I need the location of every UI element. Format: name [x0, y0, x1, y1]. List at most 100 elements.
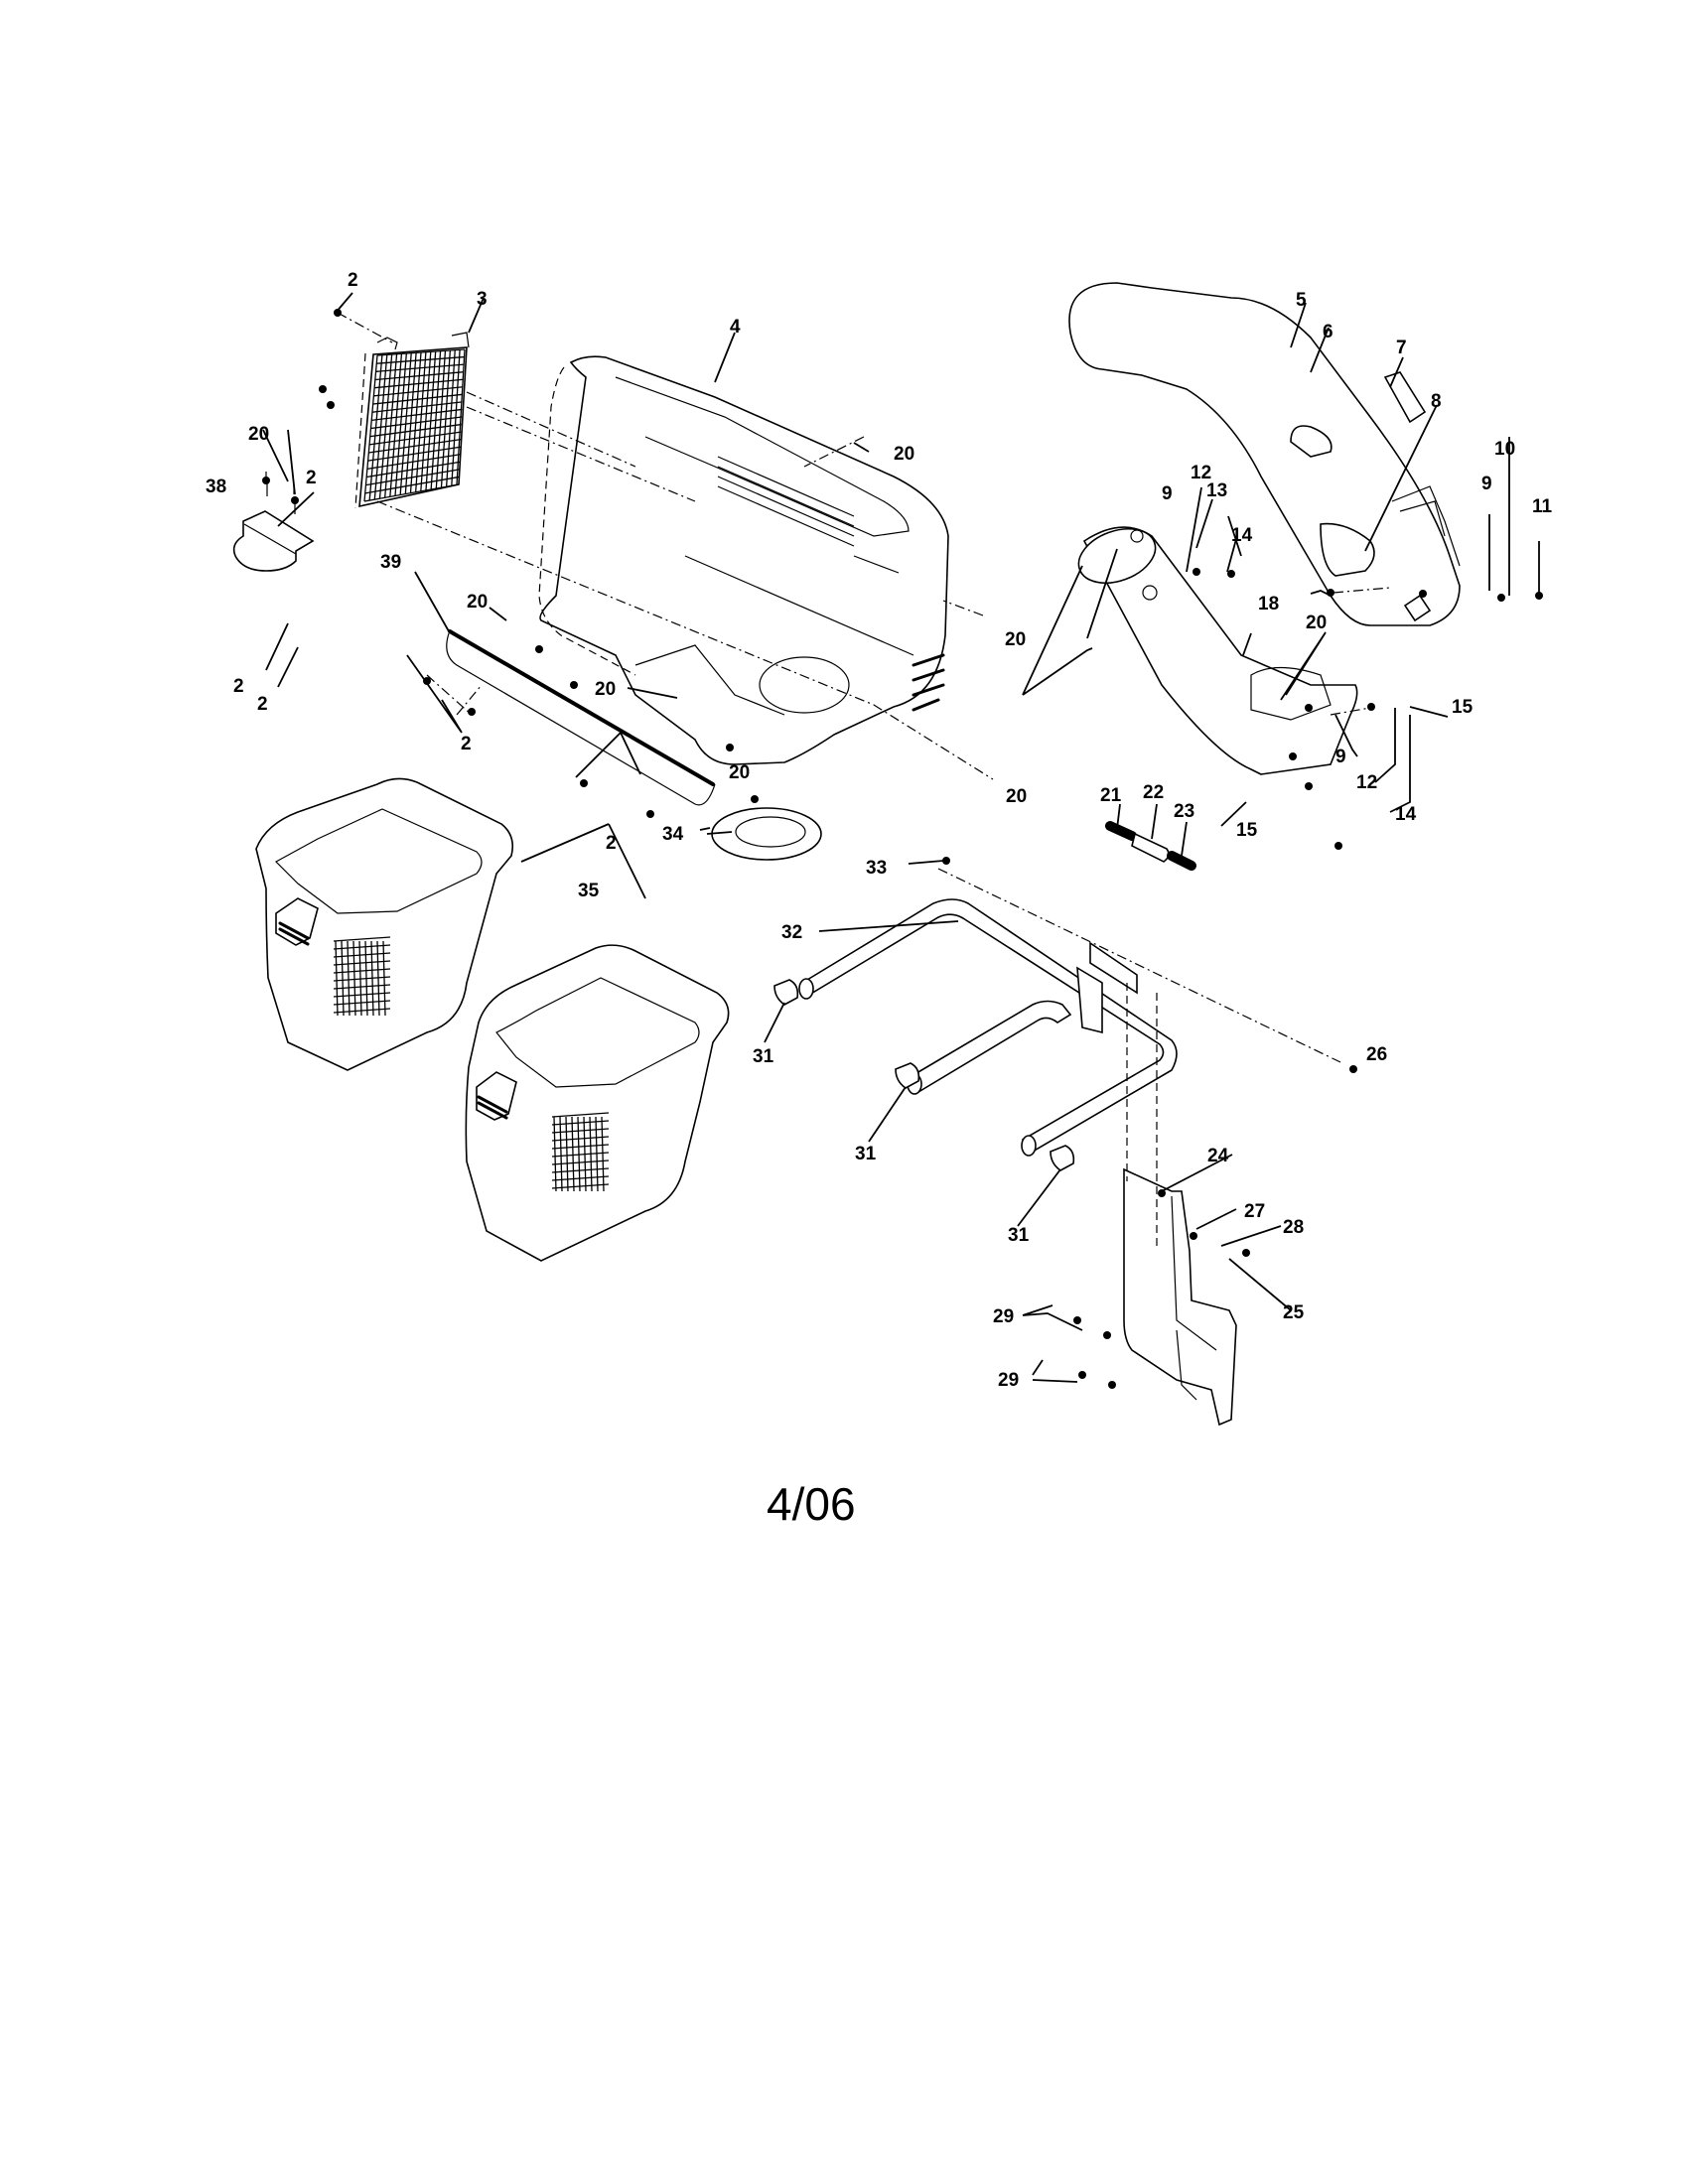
fastener-icon: [1073, 1316, 1081, 1324]
fastener-icon: [1289, 752, 1297, 760]
mesh-line: [551, 1144, 610, 1150]
fastener-icon: [535, 645, 543, 653]
callout-11: 11: [1532, 496, 1553, 517]
mesh-line: [364, 476, 460, 494]
callout-20: 20: [894, 444, 914, 465]
callout-7: 7: [1396, 338, 1407, 358]
fastener-icon: [334, 309, 342, 317]
mesh-line: [369, 423, 462, 438]
callout-31: 31: [753, 1046, 774, 1067]
mesh-line: [370, 416, 463, 430]
mesh-line: [333, 1000, 391, 1006]
fastener-icon: [646, 810, 654, 818]
bag-screen: [354, 332, 470, 509]
fastener-icon: [1305, 782, 1313, 790]
mesh-line: [363, 483, 460, 502]
mesh-line: [333, 992, 391, 998]
callout-22: 22: [1143, 782, 1164, 803]
fastener-icon: [1078, 1371, 1086, 1379]
mesh-line: [366, 454, 461, 470]
frame-tube: [798, 898, 1178, 1157]
fastener-icon: [751, 795, 759, 803]
callout-29: 29: [993, 1306, 1014, 1327]
spring-assembly: [1105, 821, 1196, 871]
callout-29: 29: [998, 1370, 1019, 1391]
mesh-line: [333, 1008, 391, 1014]
mesh-line: [551, 1136, 610, 1142]
fastener-icon: [1497, 594, 1505, 602]
bushings: [773, 979, 1075, 1171]
callout-2: 2: [257, 694, 268, 715]
mesh-line: [341, 940, 345, 1017]
callout-33: 33: [866, 858, 887, 879]
mesh-line: [333, 984, 391, 990]
callout-13: 13: [1206, 480, 1227, 501]
mesh-line: [451, 349, 461, 485]
fastener-icon: [1227, 570, 1235, 578]
callout-2: 2: [233, 676, 244, 697]
mesh-line: [333, 968, 391, 974]
fastener-icon: [1367, 703, 1375, 711]
mesh-line: [333, 944, 391, 950]
callout-23: 23: [1174, 801, 1194, 822]
mesh-line: [551, 1152, 610, 1158]
fastener-icon: [726, 744, 734, 751]
callout-24: 24: [1207, 1146, 1229, 1166]
fastener-icon: [1349, 1065, 1357, 1073]
fastener-icon: [319, 385, 327, 393]
fastener-icon: [468, 708, 476, 716]
callout-27: 27: [1244, 1201, 1265, 1222]
callout-20: 20: [1005, 629, 1026, 650]
callout-9: 9: [1481, 474, 1492, 494]
gasket-ring: [711, 807, 822, 861]
callout-4: 4: [730, 317, 741, 338]
callout-35: 35: [578, 881, 600, 901]
fastener-icon: [291, 496, 299, 504]
fastener-icon: [262, 477, 270, 484]
callout-12: 12: [1356, 772, 1377, 793]
mesh-line: [551, 1167, 610, 1173]
mesh-line: [456, 348, 466, 485]
callout-15: 15: [1452, 697, 1474, 718]
callout-labels: 2 3 4 5 6 7 8 20 20 2 38 10 9 11 12 13 9…: [206, 270, 1553, 1391]
mesh-line: [551, 1175, 610, 1181]
mesh-line: [365, 469, 460, 486]
grass-bag-left: [255, 777, 514, 1071]
hardware-dots: [262, 309, 1543, 1389]
callout-34: 34: [662, 824, 684, 845]
bagger-hood: [538, 355, 949, 765]
fastener-icon: [942, 857, 950, 865]
fastener-icon: [1305, 704, 1313, 712]
callout-39: 39: [380, 552, 401, 573]
mesh-line: [368, 439, 462, 454]
callout-2: 2: [348, 270, 358, 291]
cross-bar: [446, 629, 716, 806]
callout-26: 26: [1366, 1044, 1387, 1065]
grass-bag-right: [465, 944, 730, 1262]
mount-bracket: [1123, 1167, 1237, 1427]
fastener-icon: [1419, 590, 1427, 598]
callout-20: 20: [248, 424, 269, 445]
callout-20: 20: [1006, 786, 1027, 807]
leader-lines: [262, 292, 1540, 718]
mesh-line: [335, 940, 339, 1017]
mesh-line: [551, 1160, 610, 1165]
callout-12: 12: [1191, 463, 1211, 483]
mesh-line: [333, 976, 391, 982]
mesh-line: [551, 1183, 610, 1189]
callout-32: 32: [781, 922, 802, 943]
upper-adapter-tube: [1077, 526, 1358, 775]
fastener-icon: [1103, 1331, 1111, 1339]
mesh-line: [551, 1120, 610, 1126]
fastener-icon: [327, 401, 335, 409]
callout-21: 21: [1100, 785, 1122, 806]
leader-lines-lower: [265, 548, 1411, 1383]
mesh-line: [367, 446, 461, 462]
fastener-icon: [1158, 1189, 1166, 1197]
mesh-line: [559, 1116, 563, 1192]
deflector-plate: [232, 480, 315, 572]
callout-18: 18: [1258, 594, 1279, 614]
fastener-icon: [1242, 1249, 1250, 1257]
date-code: 4/06: [767, 1478, 856, 1530]
callout-2: 2: [606, 833, 617, 854]
